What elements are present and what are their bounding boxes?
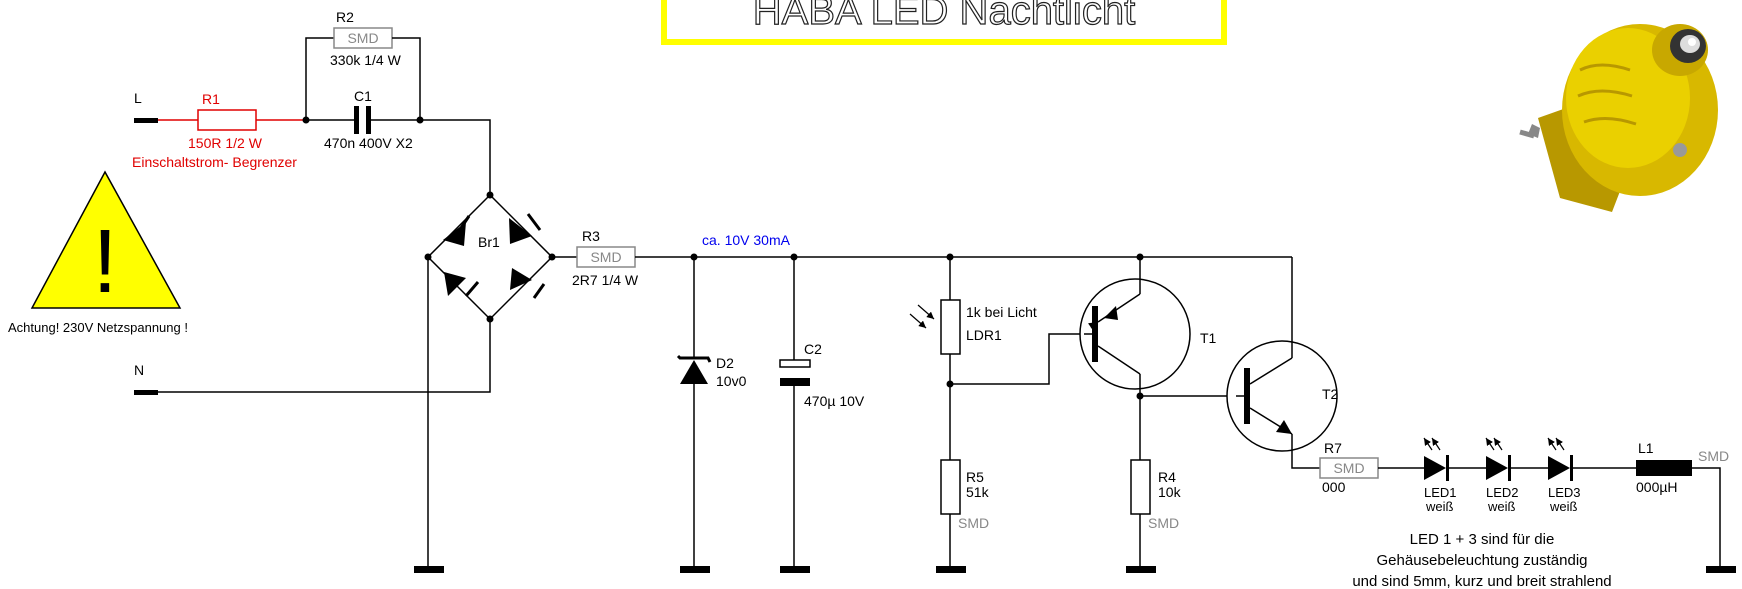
inductor-l1 bbox=[1636, 460, 1692, 476]
capacitor-c2-positive bbox=[779, 359, 811, 368]
capacitor-c2-negative bbox=[780, 378, 810, 386]
r1-value: 150R 1/2 W bbox=[188, 135, 263, 151]
light-arrow-icon bbox=[917, 304, 935, 320]
r7-value: 000 bbox=[1322, 479, 1346, 495]
warning-sign: ! Achtung! 230V Netzspannung ! bbox=[8, 170, 188, 335]
ground-4 bbox=[936, 566, 966, 573]
r3-package: SMD bbox=[590, 249, 621, 265]
r1-name: R1 bbox=[202, 91, 220, 107]
light-ray-icon bbox=[1555, 437, 1565, 451]
terminal-l bbox=[134, 118, 158, 123]
d2-name: D2 bbox=[716, 355, 734, 371]
c1-name: C1 bbox=[354, 88, 372, 104]
ground-6 bbox=[1706, 566, 1736, 573]
resistor-r5 bbox=[940, 459, 961, 515]
led-2: LED2 weiß bbox=[1485, 437, 1519, 514]
ground-1 bbox=[414, 566, 444, 573]
title-box: HABA LED Nachtlicht bbox=[661, 0, 1227, 45]
note-line-3: und sind 5mm, kurz und breit strahlend bbox=[1352, 573, 1611, 589]
transistor-t2: T2 bbox=[1226, 340, 1339, 452]
light-ray-icon bbox=[1547, 437, 1557, 451]
light-ray-icon bbox=[1493, 437, 1503, 451]
light-ray-icon bbox=[1431, 437, 1441, 451]
r7-name: R7 bbox=[1324, 440, 1342, 456]
c2-value: 470µ 10V bbox=[804, 393, 865, 409]
supply-label: ca. 10V 30mA bbox=[702, 232, 791, 248]
light-arrow-icon bbox=[909, 313, 927, 329]
r2-value: 330k 1/4 W bbox=[330, 52, 402, 68]
led1-color: weiß bbox=[1425, 499, 1454, 514]
led3-color: weiß bbox=[1549, 499, 1578, 514]
ldr1-value: 1k bei Licht bbox=[966, 304, 1037, 320]
l1-name: L1 bbox=[1638, 440, 1654, 456]
r5-value: 51k bbox=[966, 484, 990, 500]
bridge-rectifier-br1: Br1 bbox=[424, 191, 556, 323]
r4-package: SMD bbox=[1148, 515, 1179, 531]
page-title: HABA LED Nachtlicht bbox=[753, 0, 1135, 33]
r3-value: 2R7 1/4 W bbox=[572, 272, 639, 288]
light-ray-icon bbox=[1423, 437, 1433, 451]
c1-value: 470n 400V X2 bbox=[324, 135, 413, 151]
capacitor-c1-plate-a bbox=[354, 106, 359, 134]
r1-note: Einschaltstrom- Begrenzer bbox=[132, 154, 297, 170]
r2-package: SMD bbox=[347, 30, 378, 46]
warning-exclamation: ! bbox=[92, 212, 117, 312]
r5-package: SMD bbox=[958, 515, 989, 531]
ldr1-name: LDR1 bbox=[966, 327, 1002, 343]
ground-2 bbox=[680, 566, 710, 573]
warning-triangle-icon bbox=[30, 170, 182, 309]
resistor-r1 bbox=[197, 109, 257, 131]
ldr1 bbox=[940, 299, 961, 355]
r5-name: R5 bbox=[966, 469, 984, 485]
note-line-2: Gehäusebeleuchtung zuständig bbox=[1377, 552, 1588, 569]
terminal-n bbox=[134, 390, 158, 395]
l1-value: 000µH bbox=[1636, 479, 1678, 495]
br1-name: Br1 bbox=[478, 234, 500, 250]
transistor-t1: T1 bbox=[1079, 278, 1217, 390]
zener-diode-d2 bbox=[680, 360, 708, 384]
led2-color: weiß bbox=[1487, 499, 1516, 514]
warning-text: Achtung! 230V Netzspannung ! bbox=[8, 320, 188, 335]
c2-name: C2 bbox=[804, 341, 822, 357]
light-ray-icon bbox=[1485, 437, 1495, 451]
r3-name: R3 bbox=[582, 228, 600, 244]
night-light-device-image bbox=[1519, 24, 1718, 212]
t1-name: T1 bbox=[1200, 330, 1217, 346]
r4-name: R4 bbox=[1158, 469, 1176, 485]
resistor-r4 bbox=[1130, 459, 1151, 515]
note-line-1: LED 1 + 3 sind für die bbox=[1410, 531, 1555, 548]
ground-5 bbox=[1126, 566, 1156, 573]
led-note: LED 1 + 3 sind für die Gehäusebeleuchtun… bbox=[1352, 531, 1611, 589]
led-1: LED1 weiß bbox=[1423, 437, 1457, 514]
node-l-label: L bbox=[134, 90, 142, 106]
d2-value: 10v0 bbox=[716, 373, 747, 389]
ground-3 bbox=[780, 566, 810, 573]
r4-value: 10k bbox=[1158, 484, 1182, 500]
t2-name: T2 bbox=[1322, 386, 1339, 402]
r7-package: SMD bbox=[1333, 460, 1364, 476]
node-n-label: N bbox=[134, 362, 144, 378]
l1-package: SMD bbox=[1698, 448, 1729, 464]
led3-name: LED3 bbox=[1548, 485, 1581, 500]
r2-name: R2 bbox=[336, 9, 354, 25]
led2-name: LED2 bbox=[1486, 485, 1519, 500]
capacitor-c1-plate-b bbox=[366, 106, 371, 134]
led-3: LED3 weiß bbox=[1547, 437, 1581, 514]
led1-name: LED1 bbox=[1424, 485, 1457, 500]
